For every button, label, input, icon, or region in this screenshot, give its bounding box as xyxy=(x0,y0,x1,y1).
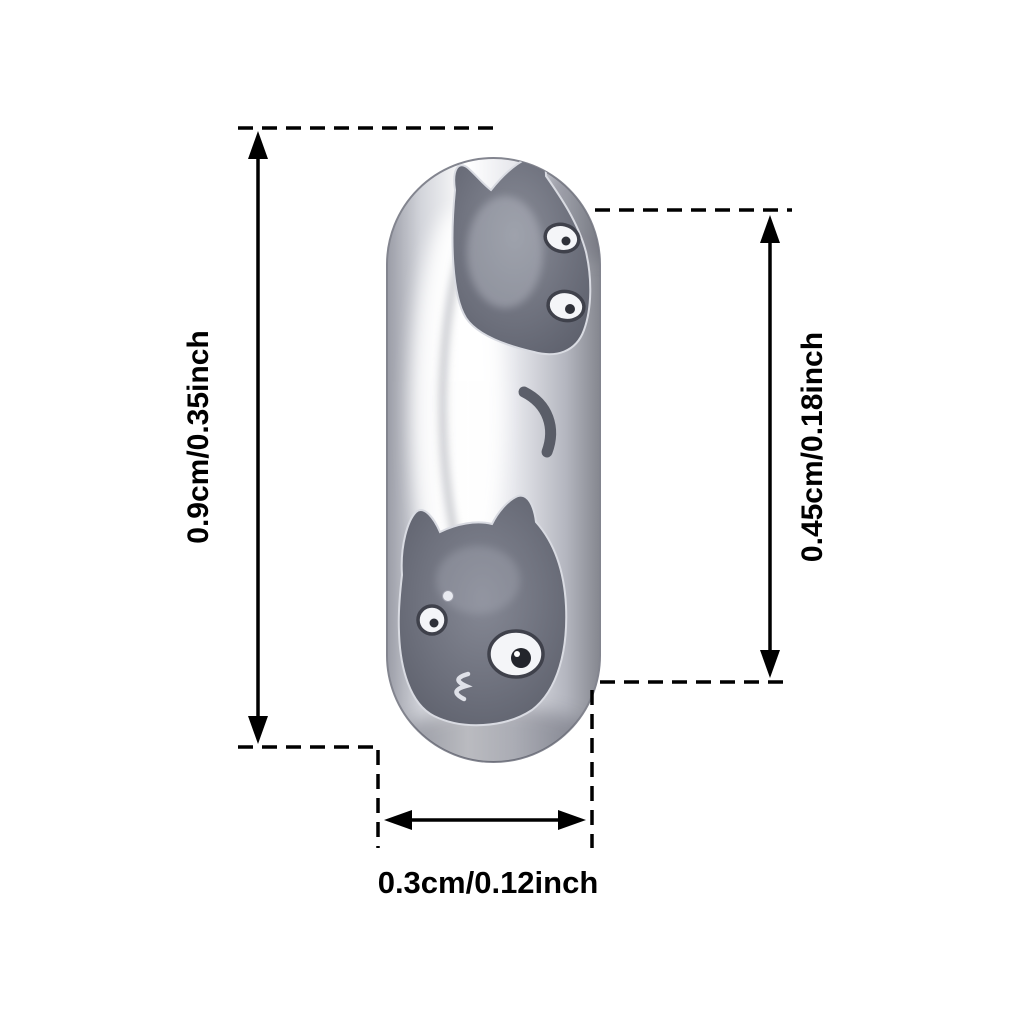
mid-mouth-engraving xyxy=(518,386,556,458)
top-cat-face xyxy=(451,158,592,356)
bottom-cat-eye-right-pupil xyxy=(511,648,531,668)
charm-illustration xyxy=(386,157,601,763)
bottom-cat-whiskers xyxy=(454,671,473,702)
overall-height-label: 0.9cm/0.35inch xyxy=(182,330,215,543)
top-cat-eye-upper-pupil xyxy=(561,236,571,246)
top-cat-texture xyxy=(467,196,543,308)
width-arrowhead-right xyxy=(558,810,586,830)
overall-height-dimension: 0.9cm/0.35inch xyxy=(182,126,500,749)
bottom-cat-face xyxy=(397,494,568,727)
bottom-cat-eye-right-glint xyxy=(514,651,520,657)
width-dimension: 0.3cm/0.12inch xyxy=(376,690,599,900)
top-cat-eye-upper xyxy=(543,222,581,254)
bottom-cat-eye-left-pupil xyxy=(429,618,439,628)
width-arrowhead-left xyxy=(384,810,412,830)
bottom-cat-dot xyxy=(442,590,454,602)
inner-height-arrowhead-bottom xyxy=(760,650,780,678)
inner-height-dimension: 0.45cm/0.18inch xyxy=(595,208,829,684)
width-label: 0.3cm/0.12inch xyxy=(378,865,599,900)
inner-height-arrowhead-top xyxy=(760,215,780,243)
inner-height-label: 0.45cm/0.18inch xyxy=(796,332,829,562)
overall-height-arrowhead-top xyxy=(248,131,268,159)
bottom-shading xyxy=(393,706,600,762)
top-cat-eye-lower-pupil xyxy=(565,304,575,314)
overall-height-arrowhead-bottom xyxy=(248,716,268,744)
bottom-cat-texture xyxy=(436,546,520,614)
